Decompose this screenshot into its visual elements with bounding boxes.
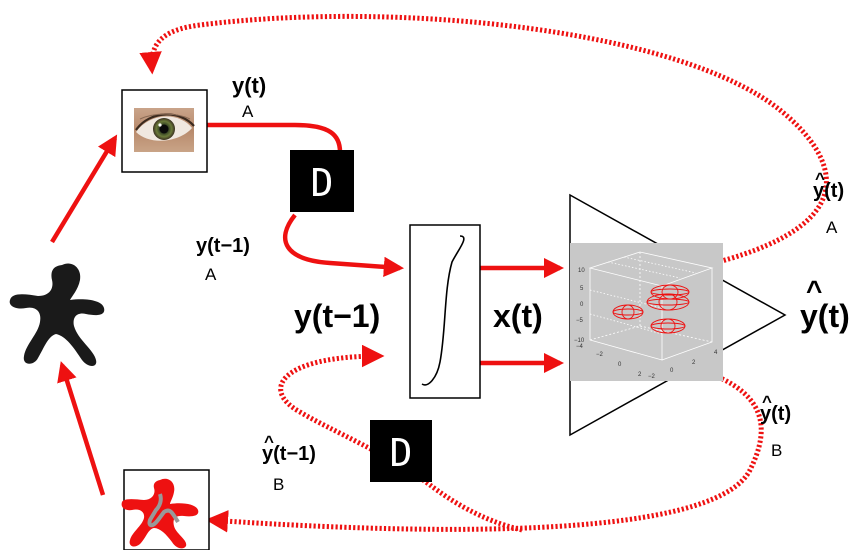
- label-y-t-minus-1-a: y(t−1): [196, 235, 250, 257]
- body-map-box: [122, 470, 209, 550]
- label-sub-a-top: A: [242, 102, 254, 121]
- feedback-loop-a: [152, 16, 827, 267]
- hat-yhat-t-main: ^: [806, 275, 822, 306]
- eye-image-icon: [134, 108, 194, 152]
- label-sub-a-mid: A: [205, 265, 217, 284]
- z-tick: 10: [578, 268, 585, 274]
- y-tick: −2: [648, 374, 656, 380]
- label-sub-a-right: A: [826, 218, 838, 237]
- label-y-t-minus-1-main: y(t−1): [294, 298, 380, 334]
- hat-yhat-t-a: ^: [815, 169, 825, 188]
- person-figure-icon: [10, 263, 105, 366]
- svg-text:D: D: [311, 161, 334, 205]
- delay-block-top: D: [290, 150, 354, 212]
- arrow-person-to-eye: [52, 138, 115, 242]
- label-x-t: x(t): [493, 298, 543, 334]
- arrow-bodymap-to-person: [62, 365, 103, 495]
- cluster-plot: 10 5 0 −5 −10 −4 −2 0 2 −2 0 2 4: [570, 243, 723, 381]
- integrator-box: [410, 225, 480, 398]
- z-tick: −5: [576, 318, 584, 324]
- x-tick: −4: [576, 344, 584, 350]
- svg-text:D: D: [390, 431, 413, 475]
- label-sub-b-left: B: [273, 475, 284, 494]
- x-tick: −2: [596, 352, 604, 358]
- label-y-t: y(t): [232, 73, 266, 98]
- hat-yhat-t-b: ^: [762, 392, 772, 411]
- eye-sensor-box: [122, 90, 207, 172]
- signal-path-a: [207, 125, 340, 152]
- hat-yhat-t-minus-1-b: ^: [264, 432, 274, 451]
- delay-block-bottom: D: [370, 420, 432, 482]
- label-sub-b-right: B: [771, 441, 782, 460]
- signal-path-a-delayed: [285, 215, 400, 268]
